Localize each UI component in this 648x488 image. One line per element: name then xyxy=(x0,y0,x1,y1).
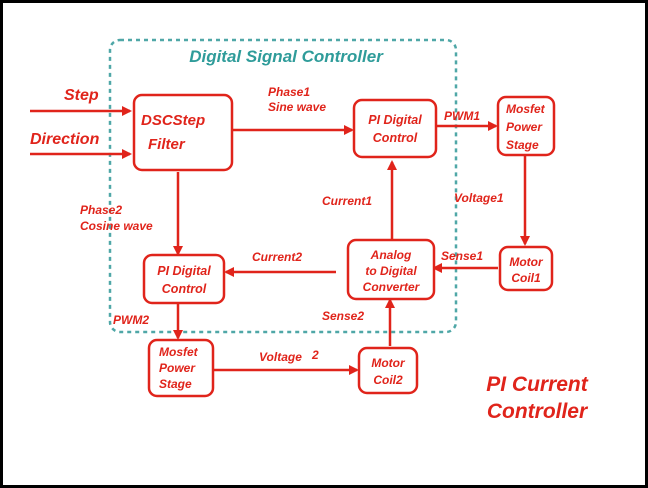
coil1-line1: Motor xyxy=(509,255,544,269)
pi2-line1: PI Digital xyxy=(157,264,211,278)
coil2-line1: Motor xyxy=(371,356,406,370)
mosfet-stage-2-block: Mosfet Power Stage xyxy=(147,338,215,398)
motor-coil-1-block: Motor Coil1 xyxy=(498,245,554,292)
adc-block: Analog to Digital Converter xyxy=(346,238,436,301)
mosfet2-line1: Mosfet xyxy=(159,345,199,359)
mosfet2-line3: Stage xyxy=(159,377,192,391)
pi-control-2-block: PI Digital Control xyxy=(142,253,226,305)
coil1-line2: Coil1 xyxy=(511,271,541,285)
sine-wave-label: Sine wave xyxy=(268,100,326,114)
direction-label: Direction xyxy=(30,131,100,148)
mosfet1-line1: Mosfet xyxy=(506,102,546,116)
pi2-line2: Control xyxy=(162,282,207,296)
caption-line2: Controller xyxy=(487,400,589,423)
pi1-line1: PI Digital xyxy=(368,113,422,127)
step-label: Step xyxy=(64,87,99,104)
caption-line1: PI Current xyxy=(486,373,589,396)
current1-label: Current1 xyxy=(322,194,372,208)
dscstep-filter-block: DSCStep Filter xyxy=(132,93,234,172)
filter-label: Filter xyxy=(148,136,186,153)
sense1-label: Sense1 xyxy=(441,249,483,263)
voltage2-suffix: 2 xyxy=(311,348,319,362)
adc-line3: Converter xyxy=(363,280,421,294)
pwm2-label: PWM2 xyxy=(113,313,149,327)
pi1-line2: Control xyxy=(373,131,418,145)
pwm1-label: PWM1 xyxy=(444,109,480,123)
current2-label: Current2 xyxy=(252,250,302,264)
sense2-label: Sense2 xyxy=(322,309,364,323)
dscstep-label: DSCStep xyxy=(141,112,205,129)
motor-coil-2-block: Motor Coil2 xyxy=(357,346,419,395)
phase1-label: Phase1 xyxy=(268,85,310,99)
controller-boundary xyxy=(108,38,458,334)
mosfet1-line3: Stage xyxy=(506,138,539,152)
pi-control-1-block: PI Digital Control xyxy=(352,98,438,159)
coil2-line2: Coil2 xyxy=(373,373,403,387)
adc-line1: Analog xyxy=(370,248,412,262)
mosfet2-line2: Power xyxy=(159,361,196,375)
voltage2-label: Voltage xyxy=(259,350,302,364)
mosfet1-line2: Power xyxy=(506,120,543,134)
controller-title: Digital Signal Controller xyxy=(189,47,384,66)
mosfet-stage-1-block: Mosfet Power Stage xyxy=(496,95,556,157)
phase2-label: Phase2 xyxy=(80,203,122,217)
cosine-wave-label: Cosine wave xyxy=(80,219,153,233)
adc-line2: to Digital xyxy=(365,264,417,278)
voltage1-label: Voltage1 xyxy=(454,191,504,205)
